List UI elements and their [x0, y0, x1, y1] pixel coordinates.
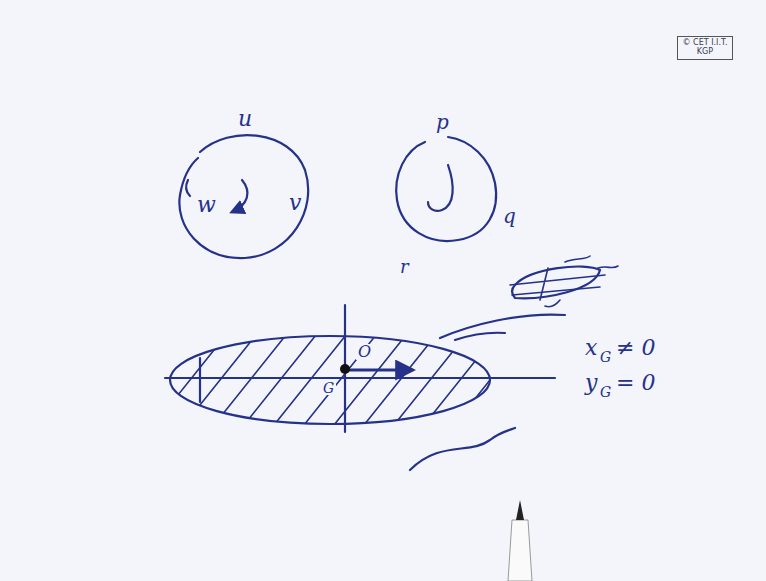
subscript-label: G	[600, 385, 611, 399]
offset-arrow	[345, 369, 412, 372]
rotation-arrow	[428, 165, 453, 211]
origin-dot	[340, 364, 350, 374]
origin-label: O	[356, 344, 373, 360]
velocity-label: w	[197, 194, 216, 216]
hull-sketch	[510, 268, 605, 300]
rate-label: r	[400, 258, 409, 276]
pen-mark	[186, 180, 190, 196]
velocity-label: u	[238, 108, 252, 130]
cg-label: G	[321, 381, 336, 395]
coordinate-label: ≠ 0	[616, 337, 655, 359]
rotation-circle	[396, 137, 496, 241]
pen-mark	[545, 256, 618, 307]
rate-label: q	[503, 206, 516, 226]
x-axis	[165, 377, 555, 379]
hull-end	[199, 358, 201, 402]
watermark: © CET I.I.T. KGP	[677, 36, 733, 60]
velocity-label: v	[289, 192, 301, 214]
coordinate-label: x	[585, 337, 597, 359]
hull-waterplane	[170, 336, 490, 424]
coordinate-label: y	[585, 372, 597, 394]
pen-mark	[440, 315, 565, 340]
subscript-label: G	[600, 350, 611, 364]
motion-circle	[179, 135, 308, 258]
rate-label: p	[436, 112, 449, 132]
rotation-arrow	[232, 180, 247, 212]
pen	[508, 500, 532, 581]
coordinate-label: = 0	[616, 372, 655, 394]
pen-mark	[410, 428, 515, 470]
hatching	[120, 330, 530, 430]
